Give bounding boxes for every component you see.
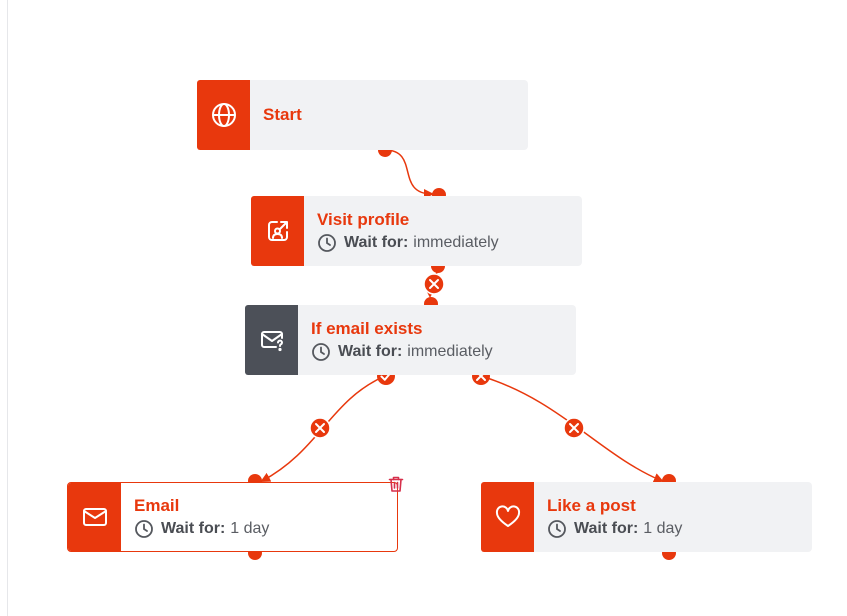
email-icon-box	[68, 483, 121, 551]
visit-profile-node[interactable]: Visit profile Wait for: immediately	[251, 196, 582, 266]
wait-row: Wait for: 1 day	[547, 519, 682, 539]
if-email-exists-node[interactable]: If email exists Wait for: immediately	[245, 305, 576, 375]
mail-question-icon	[258, 326, 286, 354]
clock-icon	[317, 233, 337, 253]
visit-profile-icon-box	[251, 196, 304, 266]
wait-row: Wait for: immediately	[311, 342, 493, 362]
wait-label: Wait for:	[161, 520, 226, 537]
node-title: Email	[134, 496, 180, 515]
heart-icon	[494, 503, 522, 531]
wait-row: Wait for: 1 day	[134, 519, 269, 539]
email-node[interactable]: Email Wait for: 1 day	[67, 482, 398, 552]
start-node[interactable]: Start	[197, 80, 528, 150]
globe-icon	[210, 101, 238, 129]
like-post-node[interactable]: Like a post Wait for: 1 day	[481, 482, 812, 552]
wait-value: 1 day	[230, 520, 270, 537]
node-title: Like a post	[547, 496, 636, 515]
clock-icon	[134, 519, 154, 539]
like-post-icon-box	[481, 482, 534, 552]
wait-value: immediately	[413, 234, 499, 251]
wait-label: Wait for:	[338, 343, 403, 360]
node-title: If email exists	[311, 319, 423, 338]
wait-label: Wait for:	[344, 234, 409, 251]
wait-label: Wait for:	[574, 520, 639, 537]
if-email-icon-box	[245, 305, 298, 375]
start-icon-box	[197, 80, 250, 150]
node-title: Start	[263, 105, 302, 124]
clock-icon	[547, 519, 567, 539]
remove-connection-icon[interactable]	[309, 417, 331, 439]
remove-connection-icon[interactable]	[563, 417, 585, 439]
wait-value: immediately	[407, 343, 493, 360]
canvas-left-border	[7, 0, 8, 616]
clock-icon	[311, 342, 331, 362]
wait-value: 1 day	[643, 520, 683, 537]
remove-connection-icon[interactable]	[423, 273, 445, 295]
envelope-icon	[81, 503, 109, 531]
wait-row: Wait for: immediately	[317, 233, 499, 253]
delete-node-trash-icon[interactable]	[386, 474, 406, 494]
node-title: Visit profile	[317, 210, 410, 229]
connector-start-visit[interactable]	[384, 149, 434, 199]
profile-visit-icon	[264, 217, 292, 245]
